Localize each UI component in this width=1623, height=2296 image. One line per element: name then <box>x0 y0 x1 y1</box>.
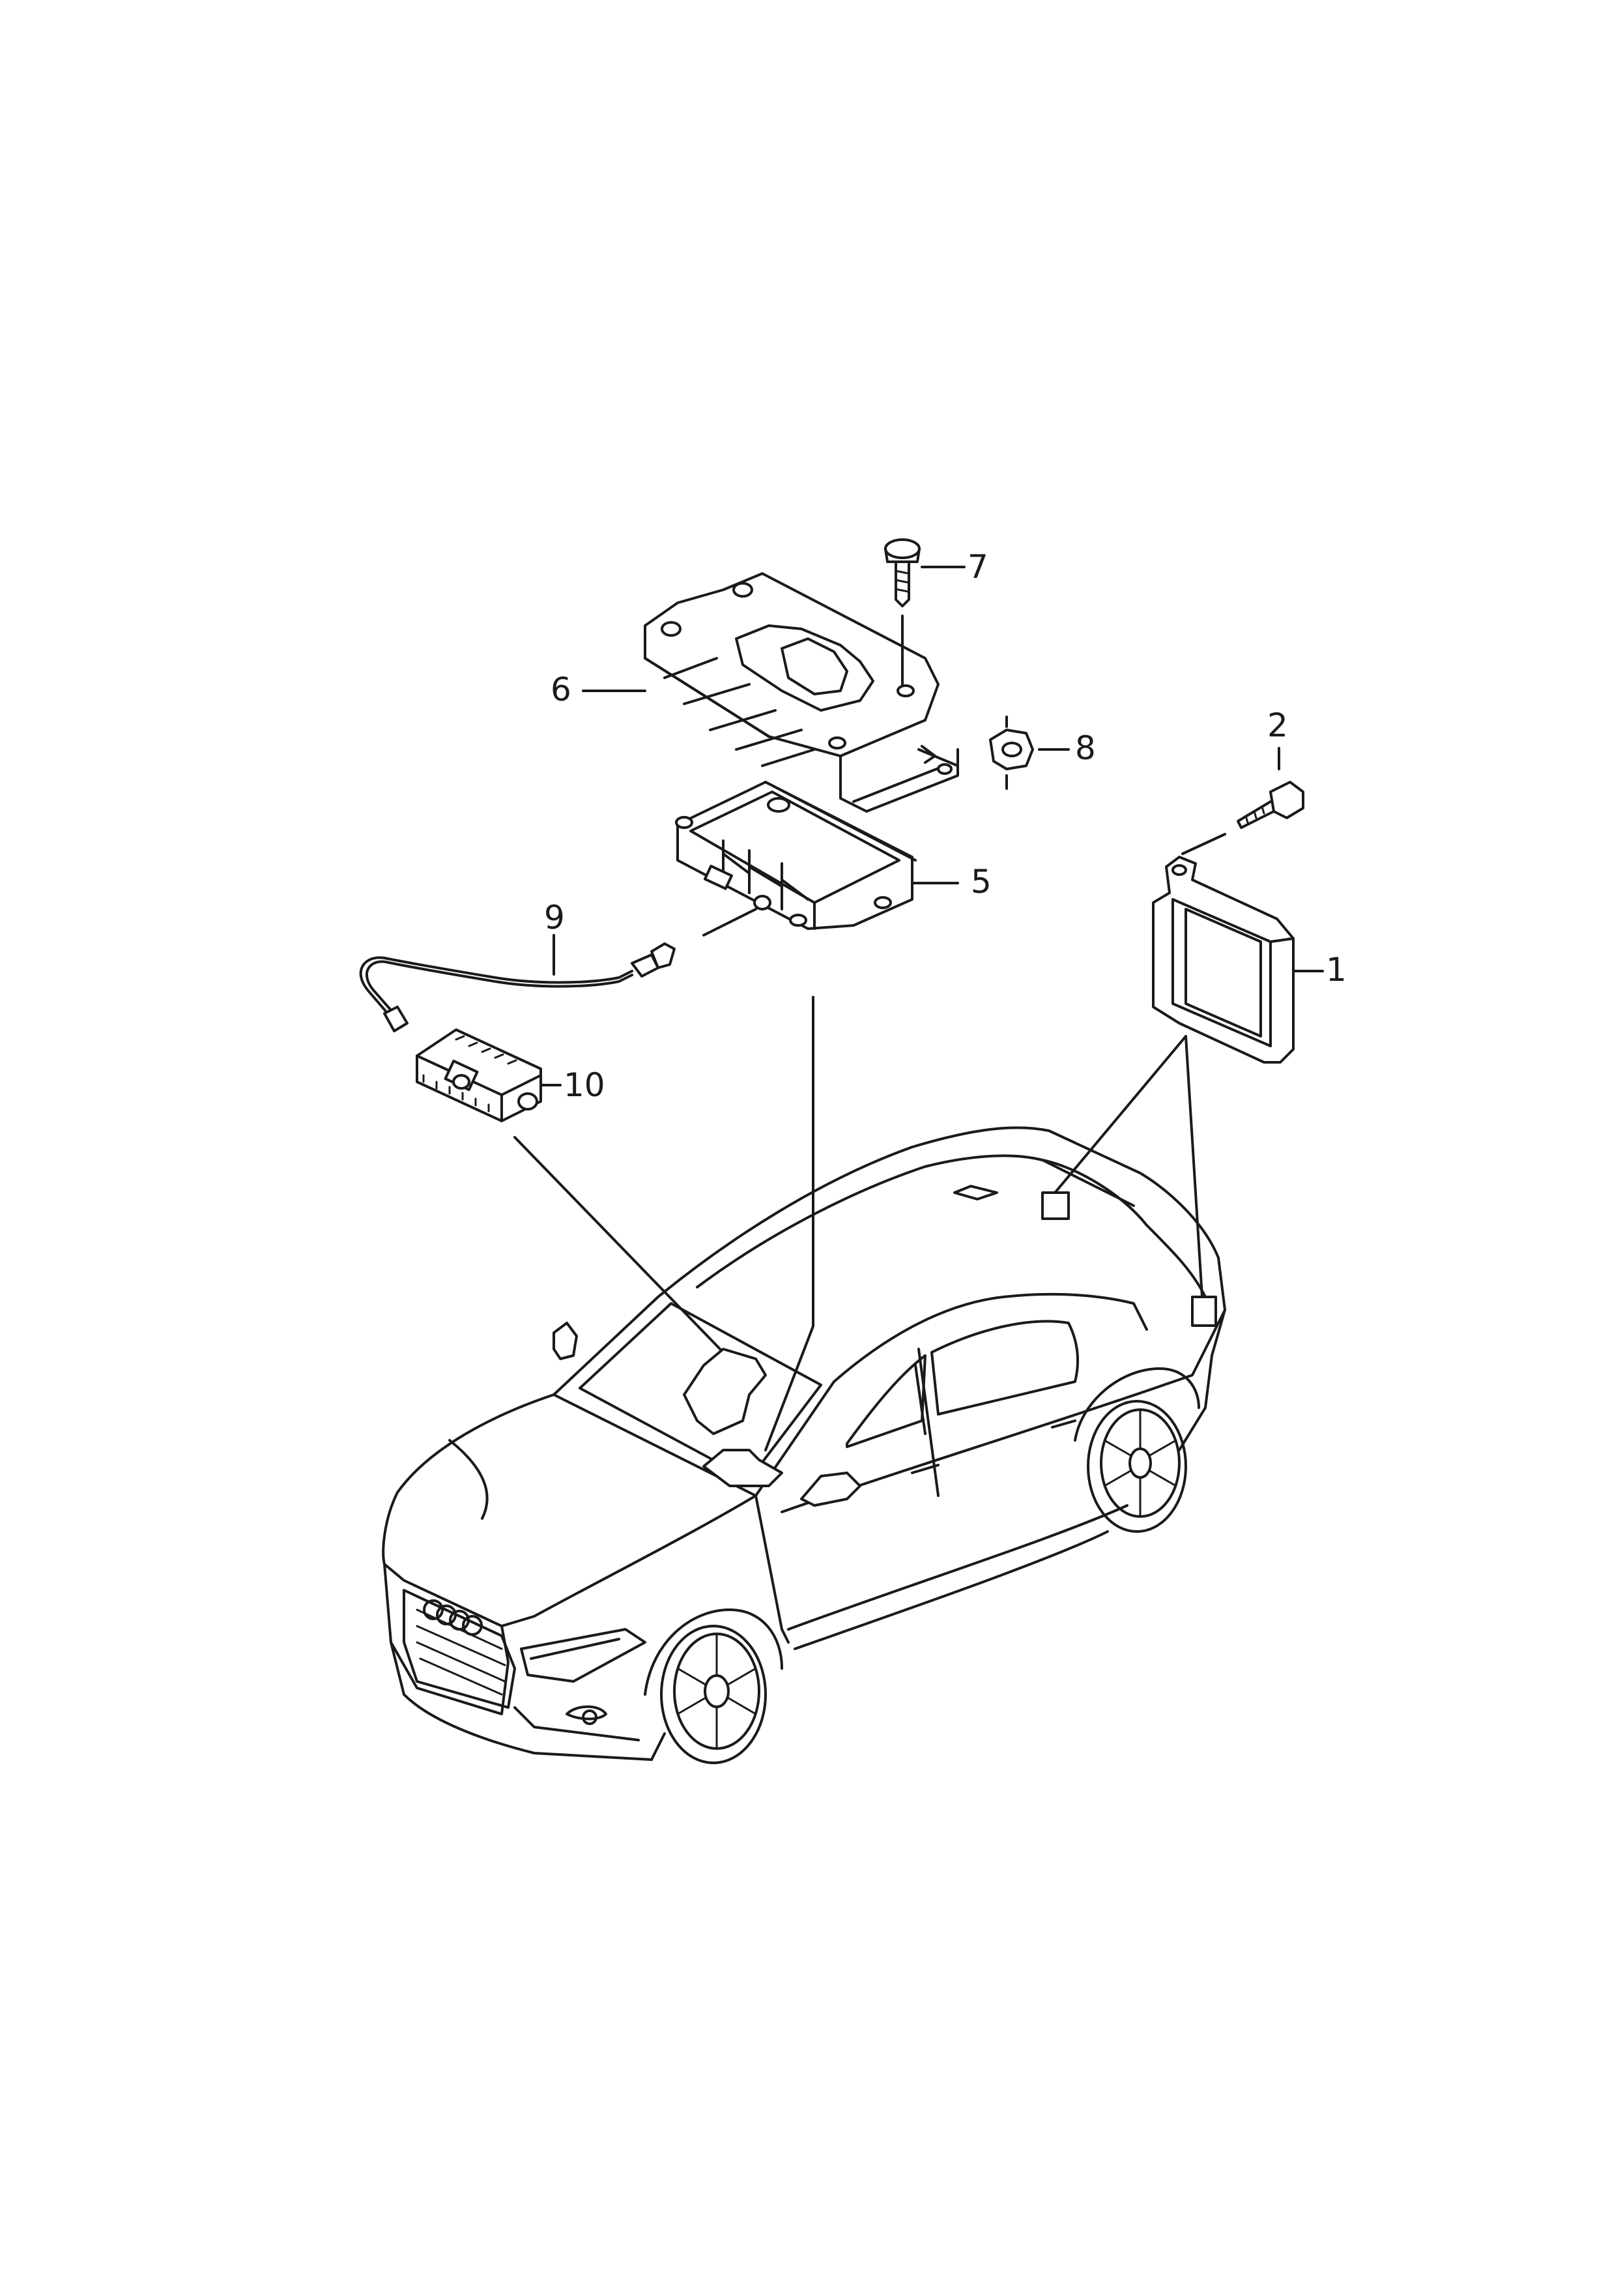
mounting-bracket-drawing <box>644 572 959 813</box>
pointer-lines-1 <box>1051 1035 1203 1298</box>
car-drawing <box>382 1126 1226 1764</box>
control-unit-5-drawing <box>675 781 959 930</box>
callout-10: 10 <box>564 1066 605 1104</box>
pointer-line-10 <box>513 1136 725 1354</box>
callout-7: 7 <box>968 548 988 586</box>
bolt-2-drawing <box>1181 747 1304 855</box>
module-10-drawing <box>416 1028 562 1122</box>
callout-1: 1 <box>1326 951 1347 989</box>
screw-7-drawing <box>884 538 966 686</box>
callout-8: 8 <box>1075 729 1096 767</box>
callout-5: 5 <box>971 863 992 901</box>
callout-9: 9 <box>544 899 565 937</box>
callout-6: 6 <box>551 671 571 708</box>
pointer-line-5 <box>764 996 814 1451</box>
module-1-drawing <box>1152 856 1324 1064</box>
cable-9-drawing <box>359 908 757 1032</box>
callout-2: 2 <box>1267 706 1288 744</box>
nut-8-drawing <box>989 716 1070 790</box>
